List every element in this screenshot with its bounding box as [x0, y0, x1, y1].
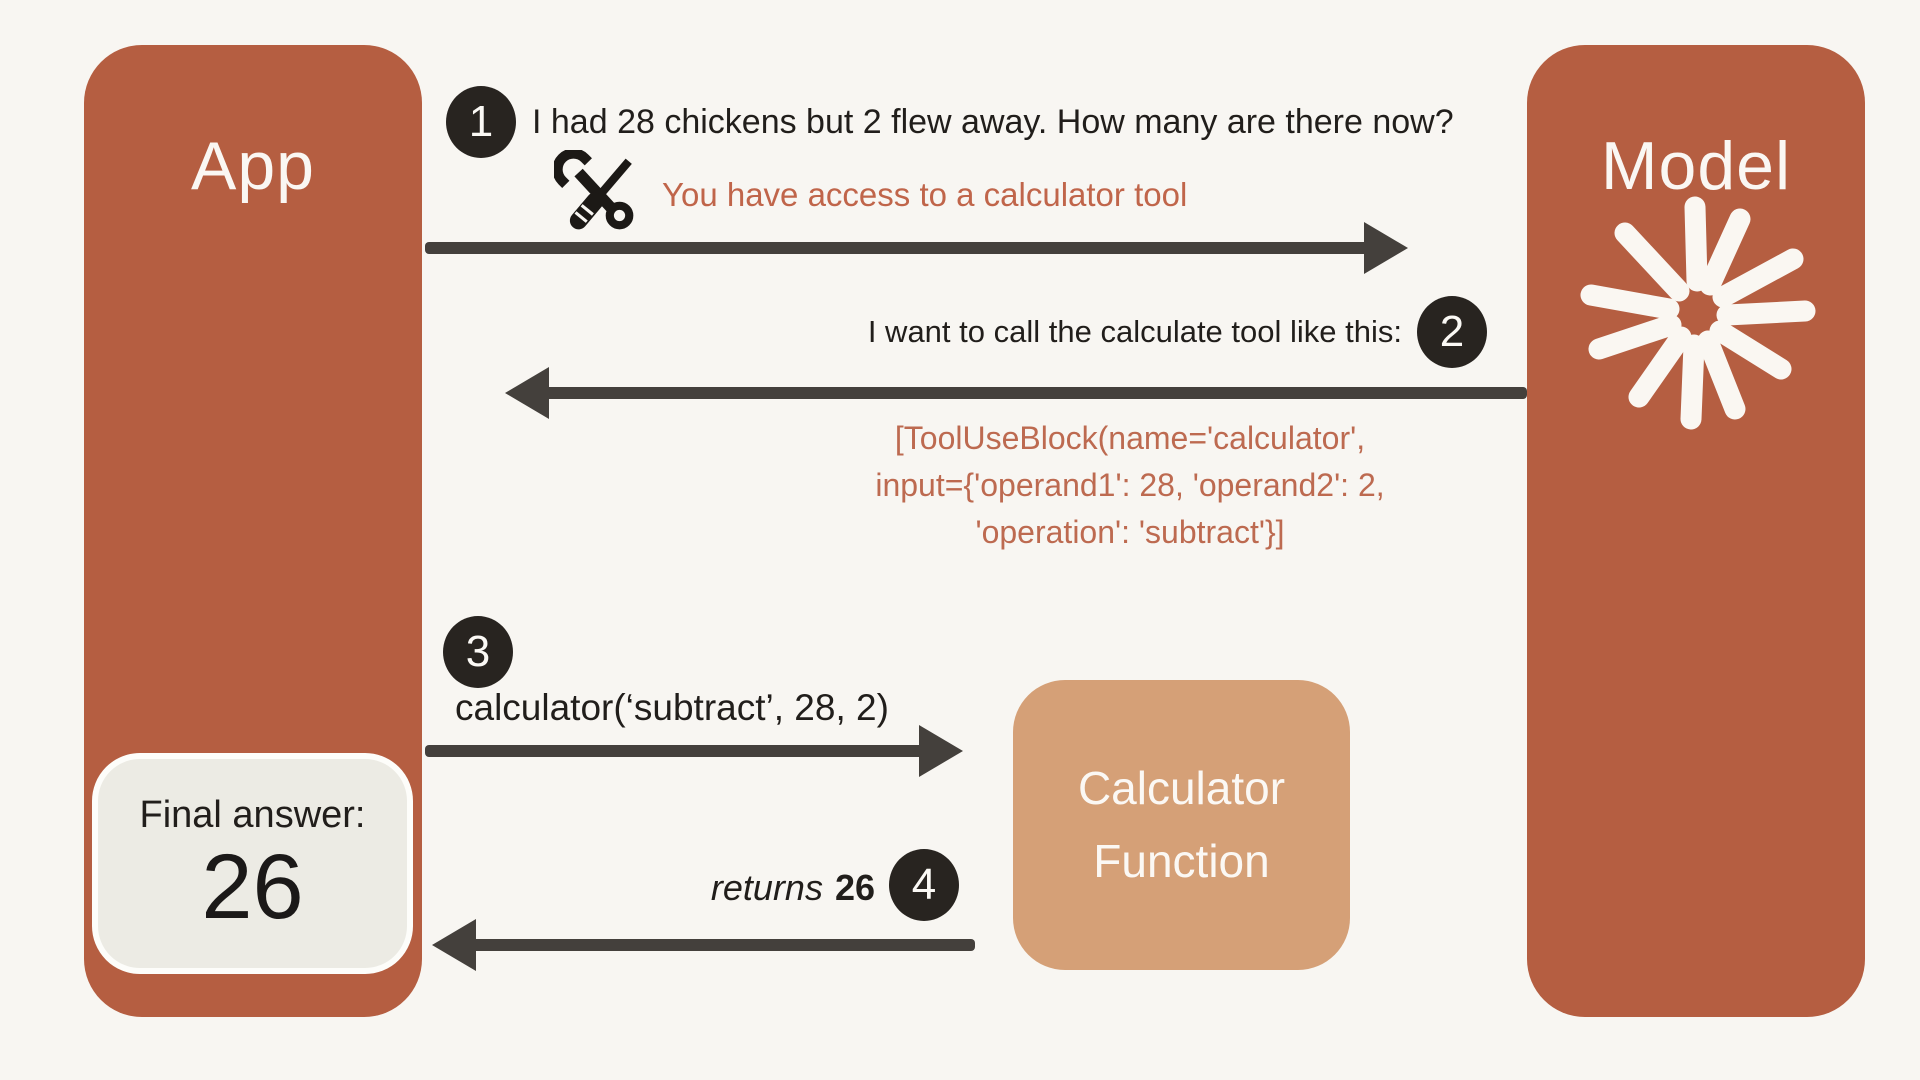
- model-box: Model: [1527, 45, 1865, 1017]
- step-3-message: calculator(‘subtract’, 28, 2): [455, 687, 889, 728]
- step-2-message: I want to call the calculate tool like t…: [867, 314, 1402, 349]
- arrow-app-to-model: [425, 220, 1408, 276]
- arrow-app-to-calculator: [425, 723, 963, 779]
- calculator-function-box: Calculator Function: [1013, 680, 1350, 970]
- app-label: App: [191, 128, 315, 204]
- step-1-message: I had 28 chickens but 2 flew away. How m…: [532, 103, 1454, 141]
- final-answer-box: Final answer: 26: [92, 753, 413, 974]
- step-2-number: 2: [1439, 307, 1465, 356]
- step-3-number: 3: [465, 627, 491, 676]
- starburst-icon: [1580, 196, 1816, 430]
- step-1-number: 1: [468, 97, 494, 146]
- arrow-head-icon: [1364, 222, 1408, 274]
- step-2-badge: 2: [1417, 296, 1487, 368]
- step-4-message: returns 26: [575, 868, 875, 908]
- tool-use-block-code: [ToolUseBlock(name='calculator', input={…: [830, 415, 1430, 556]
- step-3-badge: 3: [443, 616, 513, 688]
- calculator-function-label-line2: Function: [1093, 835, 1270, 887]
- code-line: [ToolUseBlock(name='calculator',: [894, 420, 1366, 456]
- final-answer-label: Final answer:: [139, 793, 366, 836]
- arrow-shaft: [545, 387, 1527, 399]
- arrow-shaft: [472, 939, 975, 951]
- calculator-function-label-line1: Calculator: [1077, 762, 1286, 814]
- arrow-head-icon: [432, 919, 476, 971]
- step-4-returns-text: returns: [710, 867, 823, 908]
- final-answer-value: 26: [201, 835, 304, 938]
- step-4-badge: 4: [889, 849, 959, 921]
- arrow-calculator-to-app: [432, 917, 975, 973]
- arrow-model-to-app: [505, 365, 1527, 421]
- tools-icon: [554, 150, 634, 230]
- arrow-head-icon: [505, 367, 549, 419]
- model-label: Model: [1600, 128, 1792, 204]
- step-1-system-note: You have access to a calculator tool: [662, 176, 1188, 213]
- step-4-number: 4: [911, 860, 937, 909]
- step-4-return-value: 26: [834, 867, 875, 908]
- code-line: 'operation': 'subtract'}]: [975, 514, 1285, 550]
- arrow-shaft: [425, 745, 923, 757]
- code-line: input={'operand1': 28, 'operand2': 2,: [875, 467, 1385, 503]
- arrow-shaft: [425, 242, 1368, 254]
- arrow-head-icon: [919, 725, 963, 777]
- step-1-badge: 1: [446, 86, 516, 158]
